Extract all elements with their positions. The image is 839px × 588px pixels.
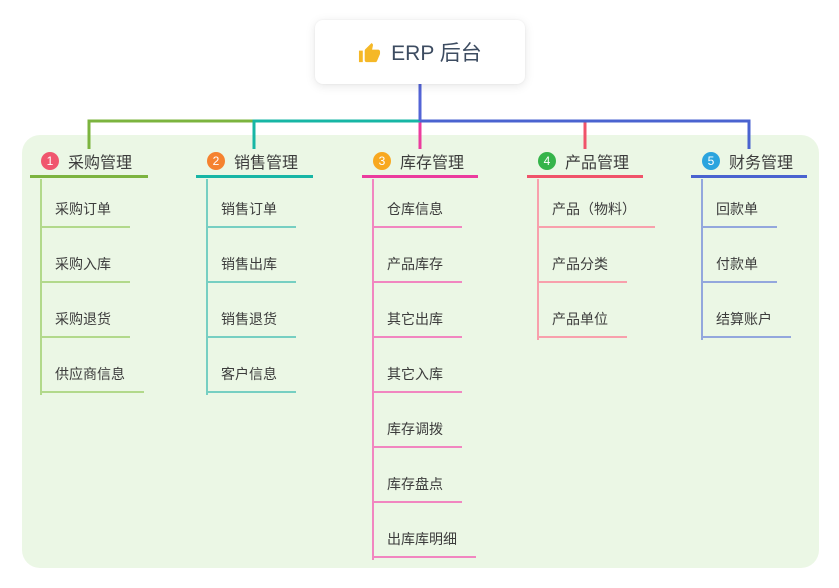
child-node[interactable]: 其它入库	[372, 359, 462, 393]
child-node[interactable]: 库存调拨	[372, 414, 462, 448]
branch-badge: 4	[538, 151, 556, 170]
child-node-label: 结算账户	[716, 311, 772, 327]
branch-node-inventory[interactable]: 3 库存管理	[362, 146, 478, 178]
child-node[interactable]: 付款单	[701, 249, 777, 283]
mindmap-panel	[22, 135, 819, 568]
child-node[interactable]: 采购订单	[40, 194, 130, 228]
branch-badge: 2	[207, 151, 225, 170]
branch-badge: 3	[373, 151, 391, 170]
child-node-label: 产品库存	[387, 256, 443, 272]
child-node[interactable]: 产品分类	[537, 249, 627, 283]
branch-label: 库存管理	[400, 154, 465, 172]
child-node-label: 库存盘点	[387, 476, 443, 492]
child-node-label: 采购退货	[55, 311, 111, 327]
branch-label: 产品管理	[565, 154, 630, 172]
thumbs-up-icon	[358, 42, 381, 65]
child-node-label: 库存调拨	[387, 421, 443, 437]
child-node[interactable]: 供应商信息	[40, 359, 144, 393]
child-node[interactable]: 销售出库	[206, 249, 296, 283]
child-node-label: 仓库信息	[387, 201, 443, 217]
branch-node-purchase[interactable]: 1 采购管理	[30, 146, 148, 178]
child-node[interactable]: 采购入库	[40, 249, 130, 283]
child-node[interactable]: 销售订单	[206, 194, 296, 228]
branch-spine	[372, 179, 374, 560]
child-node[interactable]: 产品单位	[537, 304, 627, 338]
child-node-label: 付款单	[716, 256, 758, 272]
branch-badge: 5	[702, 151, 720, 170]
child-node-label: 回款单	[716, 201, 758, 217]
child-node[interactable]: 结算账户	[701, 304, 791, 338]
child-node[interactable]: 产品库存	[372, 249, 462, 283]
child-node-label: 销售退货	[221, 311, 277, 327]
child-node-label: 供应商信息	[55, 366, 125, 382]
branch-node-finance[interactable]: 5 财务管理	[691, 146, 807, 178]
child-node-label: 产品分类	[552, 256, 608, 272]
child-node[interactable]: 客户信息	[206, 359, 296, 393]
child-node[interactable]: 出库库明细	[372, 524, 476, 558]
branch-badge: 1	[41, 151, 59, 170]
branch-node-sales[interactable]: 2 销售管理	[196, 146, 313, 178]
child-node-label: 其它入库	[387, 366, 443, 382]
branch-spine	[701, 179, 703, 340]
child-node-label: 客户信息	[221, 366, 277, 382]
child-node[interactable]: 回款单	[701, 194, 777, 228]
branch-spine	[537, 179, 539, 340]
root-node-label: ERP 后台	[391, 42, 482, 65]
child-node-label: 采购入库	[55, 256, 111, 272]
branch-spine	[206, 179, 208, 395]
branch-label: 采购管理	[68, 154, 133, 172]
child-node-label: 产品单位	[552, 311, 608, 327]
branch-spine	[40, 179, 42, 395]
child-node[interactable]: 库存盘点	[372, 469, 462, 503]
child-node[interactable]: 采购退货	[40, 304, 130, 338]
child-node-label: 销售订单	[221, 201, 277, 217]
root-node[interactable]: ERP 后台	[315, 20, 525, 84]
child-node[interactable]: 销售退货	[206, 304, 296, 338]
child-node[interactable]: 产品（物料）	[537, 194, 655, 228]
branch-label: 销售管理	[234, 154, 299, 172]
child-node[interactable]: 仓库信息	[372, 194, 462, 228]
child-node-label: 其它出库	[387, 311, 443, 327]
child-node-label: 产品（物料）	[552, 201, 636, 217]
child-node-label: 销售出库	[221, 256, 277, 272]
child-node[interactable]: 其它出库	[372, 304, 462, 338]
child-node-label: 出库库明细	[387, 531, 457, 547]
branch-label: 财务管理	[729, 154, 794, 172]
child-node-label: 采购订单	[55, 201, 111, 217]
branch-node-product[interactable]: 4 产品管理	[527, 146, 643, 178]
